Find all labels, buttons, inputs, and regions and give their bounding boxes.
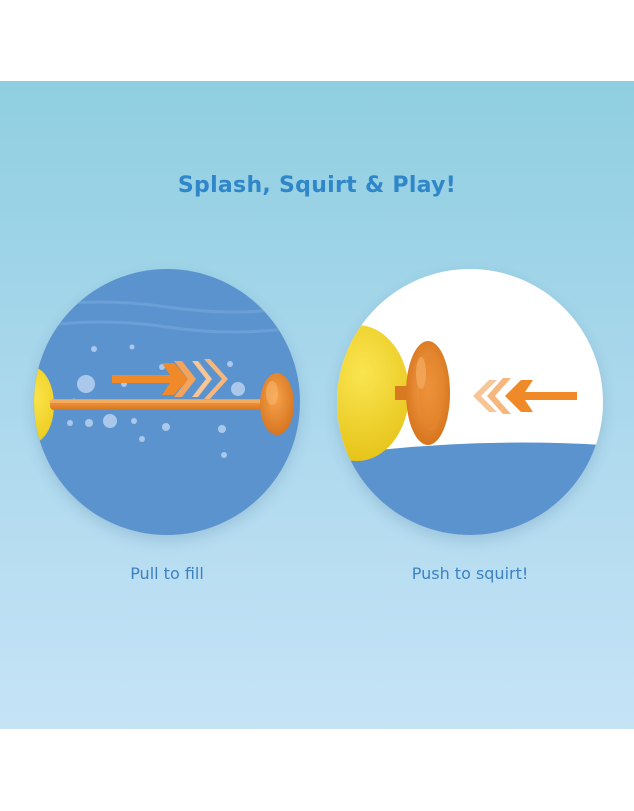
push-illustration-graphic xyxy=(337,325,603,535)
water-wave xyxy=(34,300,300,314)
plunger-knob xyxy=(260,373,294,435)
illustration-panel: Splash, Squirt & Play! xyxy=(0,81,634,729)
headline: Splash, Squirt & Play! xyxy=(177,173,457,198)
pull-illustration-graphic xyxy=(34,300,300,458)
toy-body xyxy=(337,325,409,461)
push-to-squirt-illustration xyxy=(337,269,603,535)
pull-to-fill-illustration xyxy=(34,269,300,535)
water-surface xyxy=(337,442,603,535)
toy-body xyxy=(34,367,54,443)
arrow-left-icon xyxy=(473,378,577,414)
water-wave xyxy=(34,320,300,334)
pull-to-fill-caption: Pull to fill xyxy=(130,564,204,583)
arrow-right-icon xyxy=(112,359,228,399)
push-to-squirt-caption: Push to squirt! xyxy=(411,564,529,583)
